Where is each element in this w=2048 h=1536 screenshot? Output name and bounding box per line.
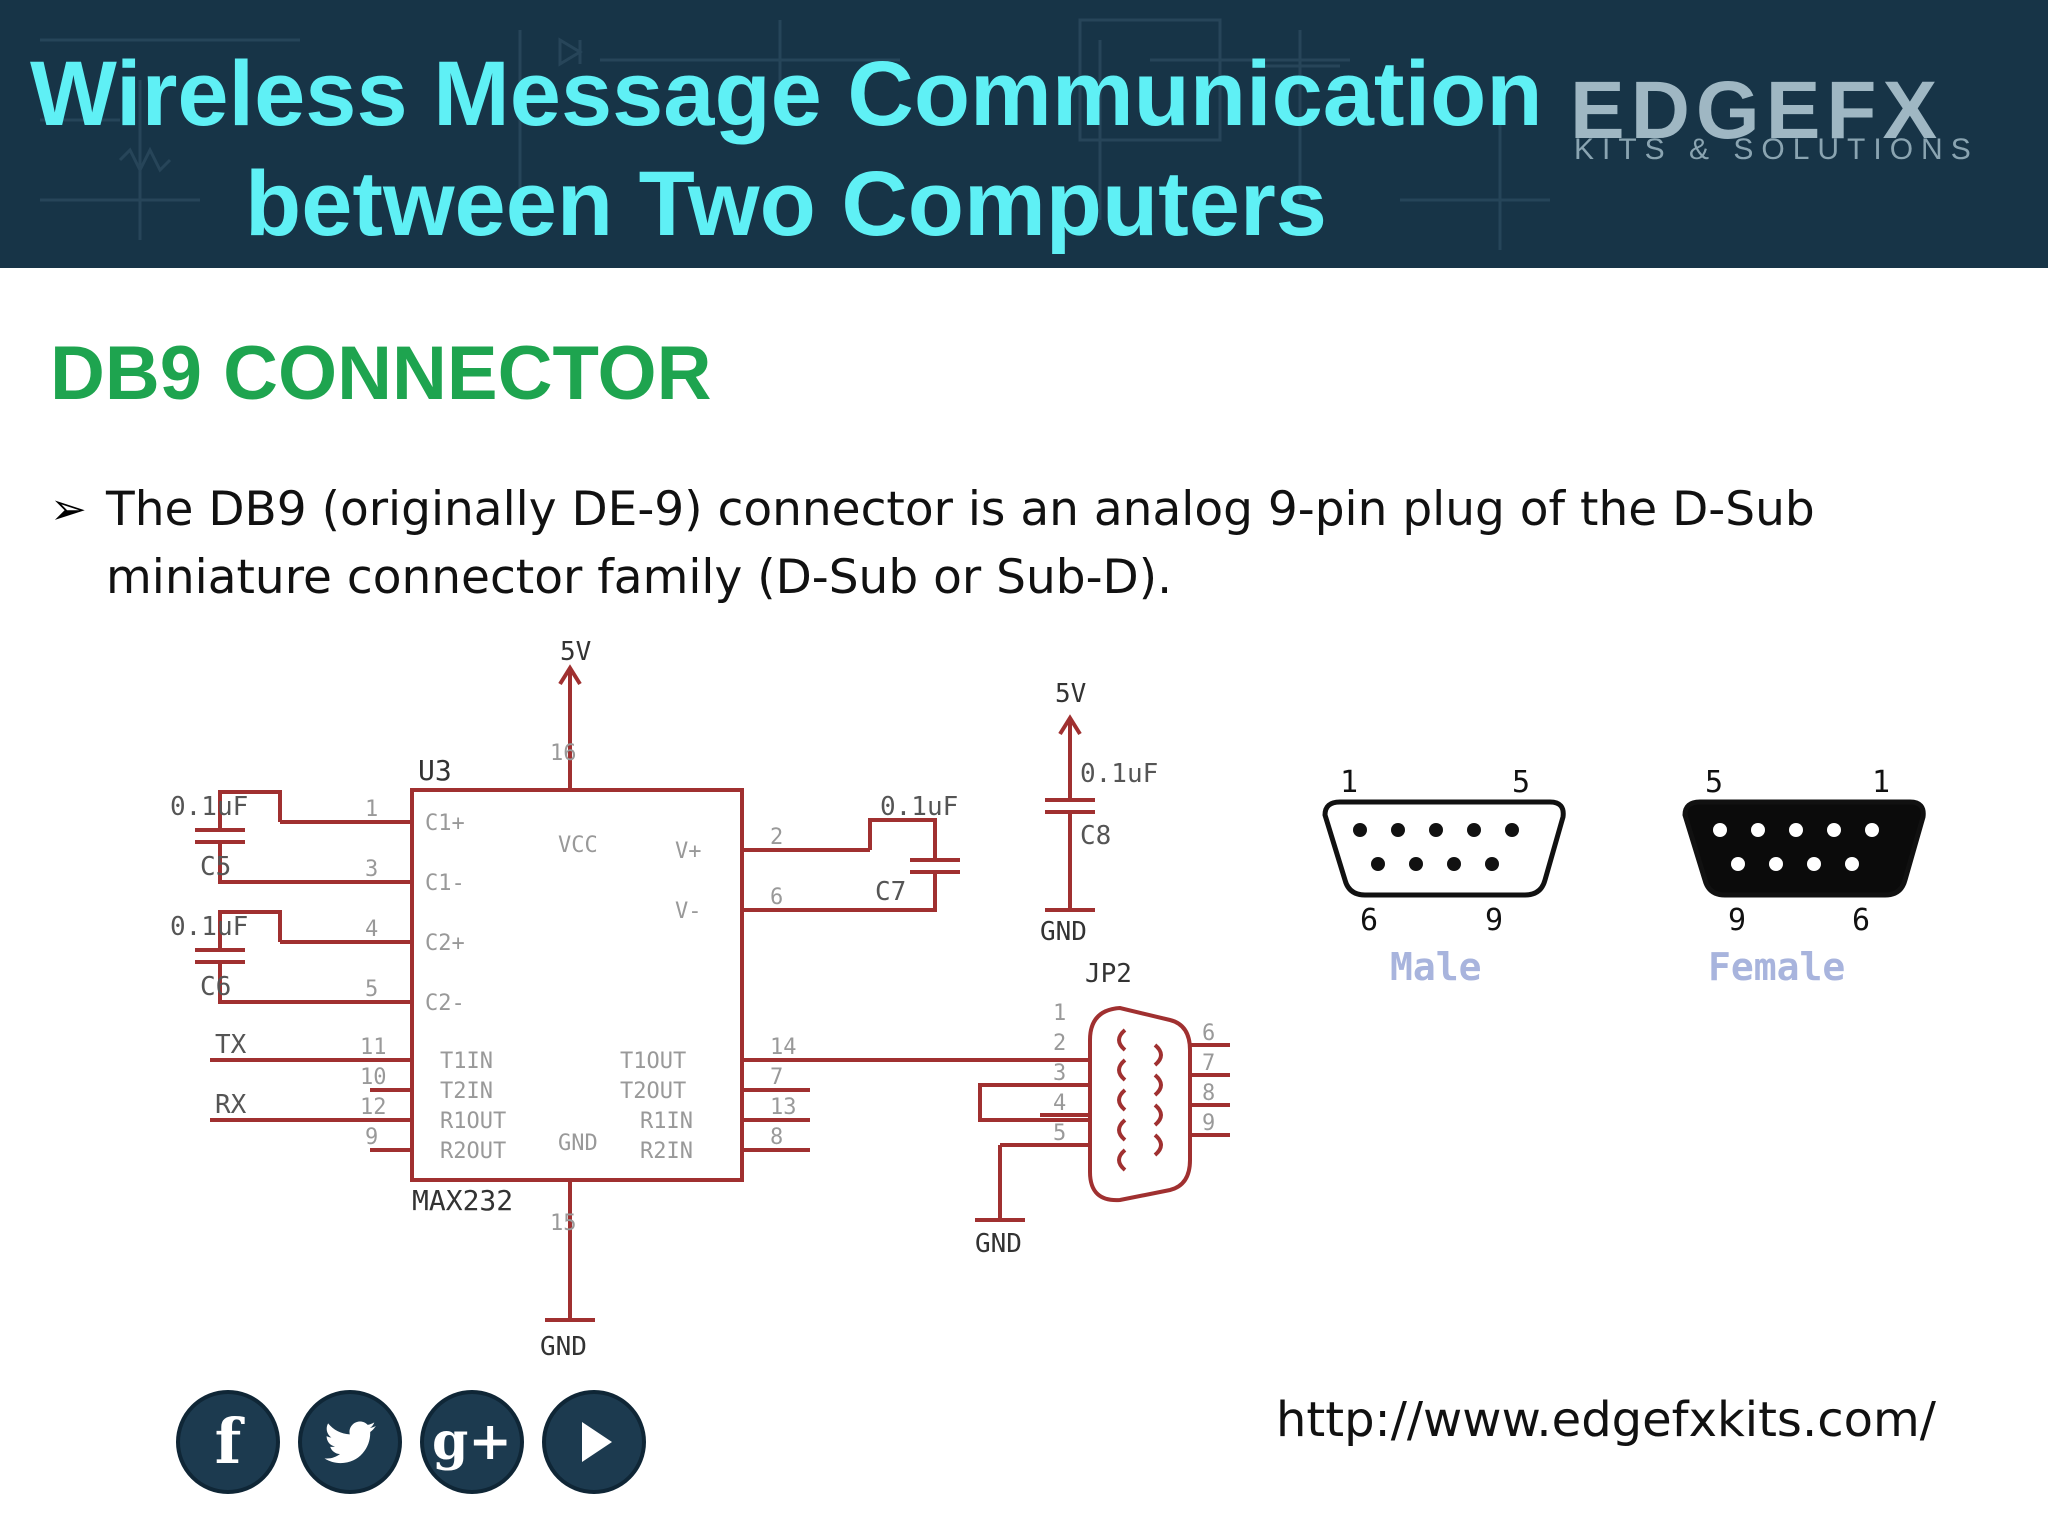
female-pin-5: 5 xyxy=(1705,765,1723,800)
vcc-pin-num: 16 xyxy=(550,741,577,766)
ic-part-label: MAX232 xyxy=(412,1184,513,1217)
tx-signal-label: TX xyxy=(215,1030,247,1060)
pin-num-3: 3 xyxy=(365,857,378,882)
c5-ref-label: C5 xyxy=(200,852,231,882)
rx-signal-label: RX xyxy=(215,1090,247,1120)
db9-pin-5: 5 xyxy=(1053,1121,1066,1146)
male-pin-5: 5 xyxy=(1512,765,1530,800)
pin-name-r2out: R2OUT xyxy=(440,1139,506,1164)
play-icon xyxy=(582,1422,612,1462)
pin-num-9: 9 xyxy=(365,1125,378,1150)
pin-name-vminus: V- xyxy=(675,899,702,924)
pin-name-t1out: T1OUT xyxy=(620,1049,686,1074)
twitter-bird-icon xyxy=(324,1421,376,1464)
pin-num-2: 2 xyxy=(770,825,783,850)
c8-value-label: 0.1uF xyxy=(1080,759,1158,789)
male-connector: 1 5 6 9 Male xyxy=(1322,765,1566,989)
youtube-icon[interactable] xyxy=(542,1390,646,1494)
max232-schematic: 5V 5V U3 MAX232 GND GND GND JP2 0.1uF C5… xyxy=(170,637,1230,1362)
pin-name-c1plus: C1+ xyxy=(425,811,465,836)
pin-num-1: 1 xyxy=(365,797,378,822)
pin-name-r1in: R1IN xyxy=(640,1109,693,1134)
pin-num-12: 12 xyxy=(360,1095,387,1120)
pin-name-c2plus: C2+ xyxy=(425,931,465,956)
pin-num-13: 13 xyxy=(770,1095,797,1120)
google-plus-icon[interactable]: g+ xyxy=(420,1390,524,1494)
pin-num-5: 5 xyxy=(365,977,378,1002)
db9-pin-9: 9 xyxy=(1202,1111,1215,1136)
pin-name-t1in: T1IN xyxy=(440,1049,493,1074)
pin-name-t2in: T2IN xyxy=(440,1079,493,1104)
bullet-item: ➢ The DB9 (originally DE-9) connector is… xyxy=(50,476,1850,612)
bullet-text: The DB9 (originally DE-9) connector is a… xyxy=(106,482,1815,605)
db9-pin-1: 1 xyxy=(1053,1001,1066,1026)
slide-title-line-2: between Two Computers xyxy=(245,153,1327,255)
circuit-background-pattern xyxy=(40,18,1550,250)
db9-pin-7: 7 xyxy=(1202,1051,1215,1076)
female-label: Female xyxy=(1708,945,1845,989)
slide-title-line-1: Wireless Message Communication xyxy=(30,43,1543,145)
social-links: f g+ xyxy=(176,1390,646,1494)
pin-num-11: 11 xyxy=(360,1035,387,1060)
female-pin-9: 9 xyxy=(1728,903,1746,938)
c8-gnd-label: GND xyxy=(1040,917,1087,947)
pin-num-14: 14 xyxy=(770,1035,797,1060)
vcc-supply-label: 5V xyxy=(560,637,591,667)
female-pin-1: 1 xyxy=(1872,765,1890,800)
db9-pin-8: 8 xyxy=(1202,1081,1215,1106)
db9-pin-4: 4 xyxy=(1053,1091,1066,1116)
pin-name-c2minus: C2- xyxy=(425,991,465,1016)
gnd-pin-num: 15 xyxy=(550,1211,577,1236)
c5-value-label: 0.1uF xyxy=(170,792,248,822)
ic-gnd-label: GND xyxy=(540,1332,587,1362)
edgefx-logo: EDGEFX xyxy=(1570,65,1944,156)
website-link[interactable]: http://www.edgefxkits.com/ xyxy=(1276,1392,1936,1448)
ic-body xyxy=(410,788,744,1182)
db9-pin-2: 2 xyxy=(1053,1031,1066,1056)
twitter-icon[interactable] xyxy=(298,1390,402,1494)
ic-ref-label: U3 xyxy=(418,754,452,787)
c7-value-label: 0.1uF xyxy=(880,792,958,822)
female-connector: 5 1 9 6 Female xyxy=(1682,765,1926,989)
male-label: Male xyxy=(1390,945,1482,989)
pin-num-6: 6 xyxy=(770,885,783,910)
pin-name-vplus: V+ xyxy=(675,839,702,864)
jp2-ref-label: JP2 xyxy=(1085,959,1132,989)
male-pin-9: 9 xyxy=(1485,903,1503,938)
db9-gnd-label: GND xyxy=(975,1229,1022,1259)
google-plus-glyph: g+ xyxy=(432,1411,512,1472)
c8-supply-label: 5V xyxy=(1055,679,1086,709)
male-pin-1: 1 xyxy=(1340,765,1358,800)
c7-ref-label: C7 xyxy=(875,877,906,907)
pin-num-10: 10 xyxy=(360,1065,387,1090)
pin-name-r1out: R1OUT xyxy=(440,1109,506,1134)
pin-name-t2out: T2OUT xyxy=(620,1079,686,1104)
db9-pin-3: 3 xyxy=(1053,1061,1066,1086)
db9-pin-6: 6 xyxy=(1202,1021,1215,1046)
male-pin-6: 6 xyxy=(1360,903,1378,938)
pin-num-7: 7 xyxy=(770,1065,783,1090)
c6-value-label: 0.1uF xyxy=(170,912,248,942)
facebook-glyph: f xyxy=(214,1405,242,1478)
header-banner: Wireless Message Communication between T… xyxy=(0,0,2048,268)
section-heading: DB9 CONNECTOR xyxy=(50,331,712,416)
edgefx-tagline: KITS & SOLUTIONS xyxy=(1574,133,1979,166)
pin-name-c1minus: C1- xyxy=(425,871,465,896)
pin-num-4: 4 xyxy=(365,917,378,942)
facebook-icon[interactable]: f xyxy=(176,1390,280,1494)
gnd-pin-name: GND xyxy=(558,1131,598,1156)
c8-ref-label: C8 xyxy=(1080,821,1111,851)
bullet-arrow-icon: ➢ xyxy=(50,484,87,535)
pin-name-r2in: R2IN xyxy=(640,1139,693,1164)
c6-ref-label: C6 xyxy=(200,972,231,1002)
pin-num-8: 8 xyxy=(770,1125,783,1150)
vcc-pin-name: VCC xyxy=(558,833,598,858)
db9-connector-illustrations: 1 5 6 9 Male 5 1 9 6 Female xyxy=(1322,765,1926,989)
female-pin-6: 6 xyxy=(1852,903,1870,938)
